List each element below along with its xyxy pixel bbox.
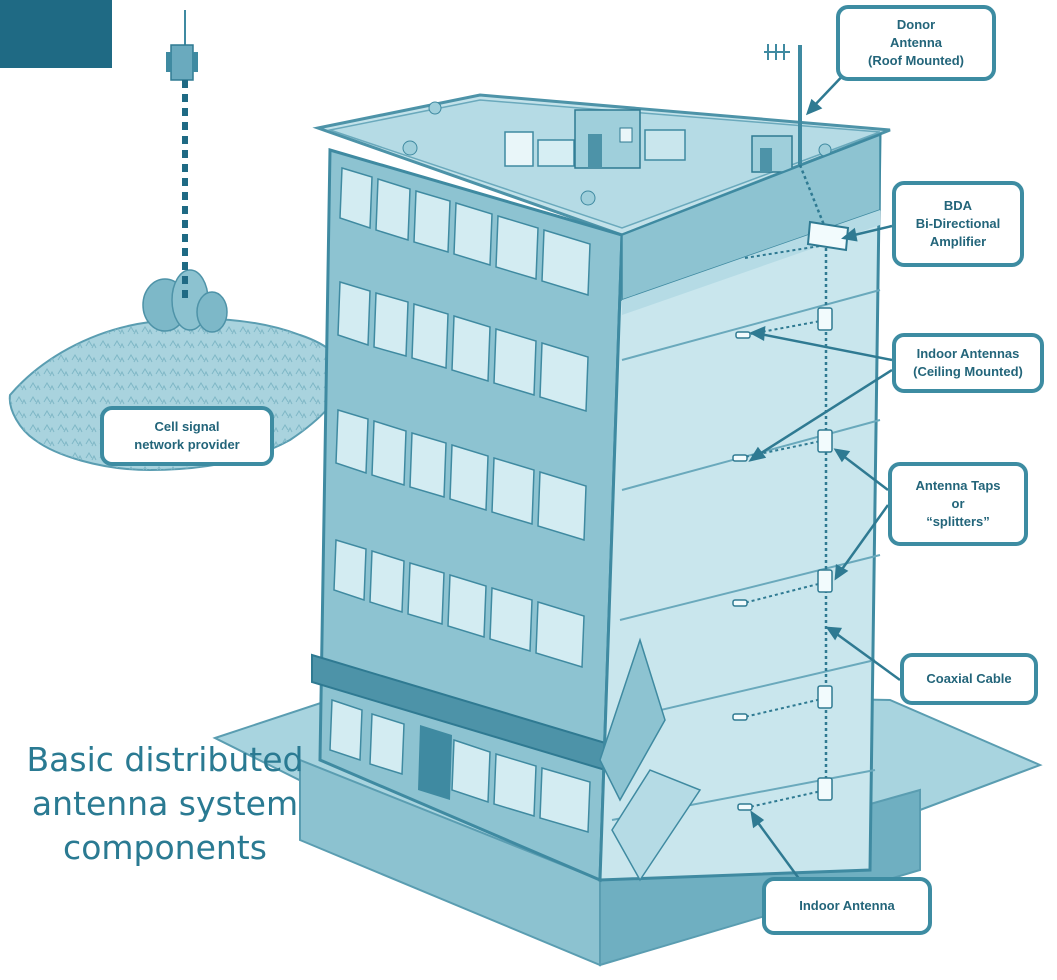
callout-donor-antenna: Donor Antenna (Roof Mounted) (836, 5, 996, 81)
ceiling-antenna-icon (732, 331, 753, 811)
caption-line: antenna system (31, 784, 299, 823)
donor-antenna-icon (764, 44, 802, 165)
bda-amplifier-icon (806, 220, 850, 252)
callout-indoor-antenna: Indoor Antenna (762, 877, 932, 935)
caption-line: Basic distributed (26, 740, 304, 779)
callout-arrows (748, 67, 901, 881)
splitter-icon (817, 307, 833, 801)
diagram-caption: Basic distributed antenna system compone… (0, 738, 330, 870)
caption-line: components (63, 828, 267, 867)
callout-coaxial-cable: Coaxial Cable (900, 653, 1038, 705)
corner-accent-block (0, 0, 112, 68)
callout-bda: BDA Bi-Directional Amplifier (892, 181, 1024, 267)
building-roof (312, 93, 891, 237)
callout-cell-signal: Cell signal network provider (100, 406, 274, 466)
cell-tower-icon (166, 10, 198, 300)
building-left-face (311, 148, 624, 883)
building-right-face (598, 132, 882, 882)
callout-antenna-taps: Antenna Taps or “splitters” (888, 462, 1028, 546)
callout-indoor-antennas: Indoor Antennas (Ceiling Mounted) (892, 333, 1044, 393)
